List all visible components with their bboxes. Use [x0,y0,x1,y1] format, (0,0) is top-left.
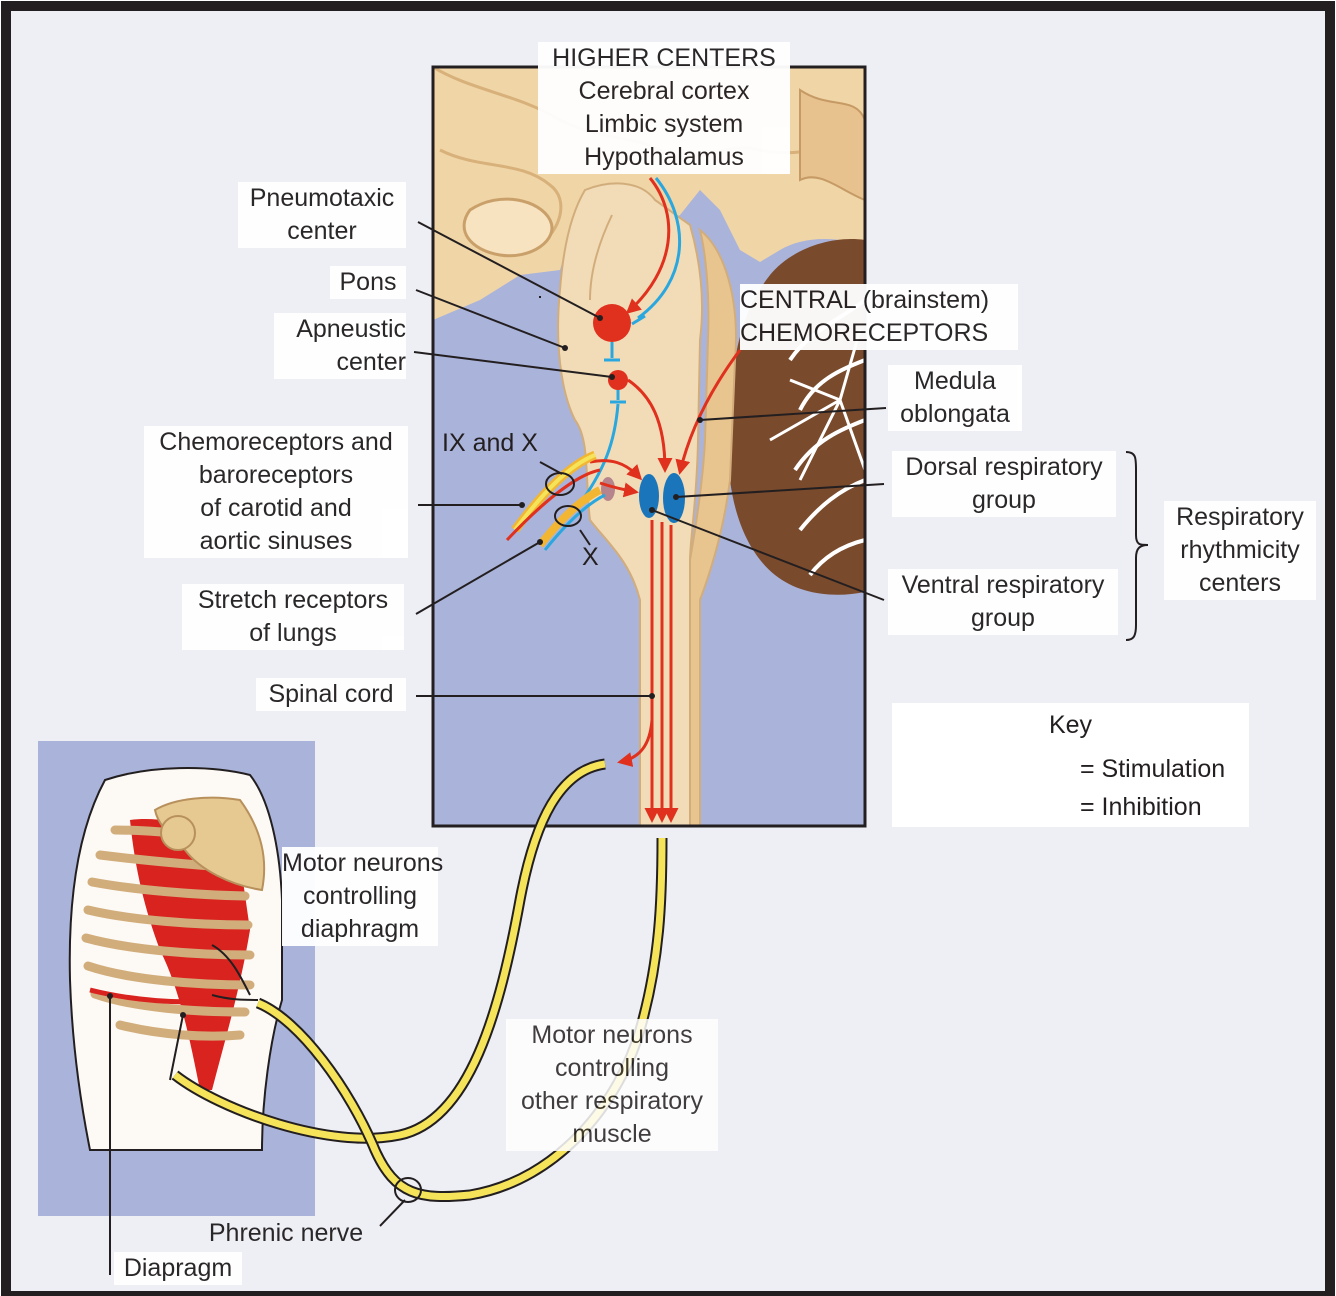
apneustic-center-node [608,370,628,390]
thorax-panel [38,741,315,1216]
pneumotaxic-center-label: Pneumotaxic center [238,182,406,248]
pons-text: Pons [330,266,406,299]
stretch-line-2: of lungs [182,617,404,650]
motor-other-line-1: Motor neurons [506,1019,718,1052]
chemo-baro-line-3: of carotid and [144,492,408,525]
pons-label: Pons [330,266,406,299]
phrenic-text: Phrenic nerve [196,1217,376,1250]
rhythmicity-line-1: Respiratory [1164,501,1316,534]
spinal-cord-label: Spinal cord [256,678,406,711]
chemo-baro-line-1: Chemoreceptors and [144,426,408,459]
rhythmicity-line-3: centers [1164,567,1316,600]
motor-other-line-3: other respiratory [506,1085,718,1118]
pneumotaxic-center-node [593,304,631,342]
higher-centers-line-2: Cerebral cortex [538,75,790,108]
nerve-x-label: X [582,542,599,572]
higher-centers-label: HIGHER CENTERS Cerebral cortex Limbic sy… [538,42,790,174]
phrenic-nerve-label: Phrenic nerve [196,1217,376,1250]
key-inhibition-text: = Inhibition [1080,793,1202,822]
higher-centers-line-3: Limbic system [538,108,790,141]
chemo-baro-line-2: baroreceptors [144,459,408,492]
motor-other-line-2: controlling [506,1052,718,1085]
stretch-receptors-label: Stretch receptors of lungs [182,584,404,650]
medulla-line-2: oblongata [888,398,1022,431]
motor-diaphragm-line-2: controlling [282,880,438,913]
rhythmicity-centers-label: Respiratory rhythmicity centers [1164,501,1316,600]
diaphragm-text: Diapragm [114,1252,242,1285]
key-title: Key [892,711,1249,740]
motor-neurons-diaphragm-label: Motor neurons controlling diaphragm [282,847,438,946]
central-chemo-line-1: CENTRAL (brainstem) [740,284,1018,317]
motor-diaphragm-line-3: diaphragm [282,913,438,946]
motor-neurons-other-label: Motor neurons controlling other respirat… [506,1019,718,1151]
central-chemo-line-2: CHEMORECEPTORS [740,317,1018,350]
apneustic-line-1: Apneustic [274,313,406,346]
higher-centers-title: HIGHER CENTERS [538,42,790,75]
chemo-baro-receptors-label: Chemoreceptors and baroreceptors of caro… [144,426,408,558]
ventral-line-2: group [888,602,1118,635]
motor-diaphragm-line-1: Motor neurons [282,847,438,880]
ventral-line-1: Ventral respiratory [888,569,1118,602]
medulla-line-1: Medula [888,365,1022,398]
motor-other-line-4: muscle [506,1118,718,1151]
legend-key: Key = Stimulation = Inhibition [892,703,1249,827]
stretch-line-1: Stretch receptors [182,584,404,617]
central-chemoreceptors-label: CENTRAL (brainstem) CHEMORECEPTORS [740,284,1018,350]
higher-centers-line-4: Hypothalamus [538,141,790,174]
dorsal-line-1: Dorsal respiratory [892,451,1116,484]
apneustic-center-label: Apneustic center [274,313,406,379]
nerve-ix-x-label: IX and X [442,428,538,458]
dorsal-line-2: group [892,484,1116,517]
pneumotaxic-line-1: Pneumotaxic [238,182,406,215]
pneumotaxic-line-2: center [238,215,406,248]
spinal-cord-text: Spinal cord [256,678,406,711]
medulla-oblongata-label: Medula oblongata [888,365,1022,431]
dorsal-respiratory-group-label: Dorsal respiratory group [892,451,1116,517]
rhythmicity-line-2: rhythmicity [1164,534,1316,567]
apneustic-line-2: center [274,346,406,379]
diaphragm-label: Diapragm [114,1252,242,1285]
chemo-baro-line-4: aortic sinuses [144,525,408,558]
ventral-respiratory-group-label: Ventral respiratory group [888,569,1118,635]
key-stimulation-text: = Stimulation [1080,755,1225,784]
